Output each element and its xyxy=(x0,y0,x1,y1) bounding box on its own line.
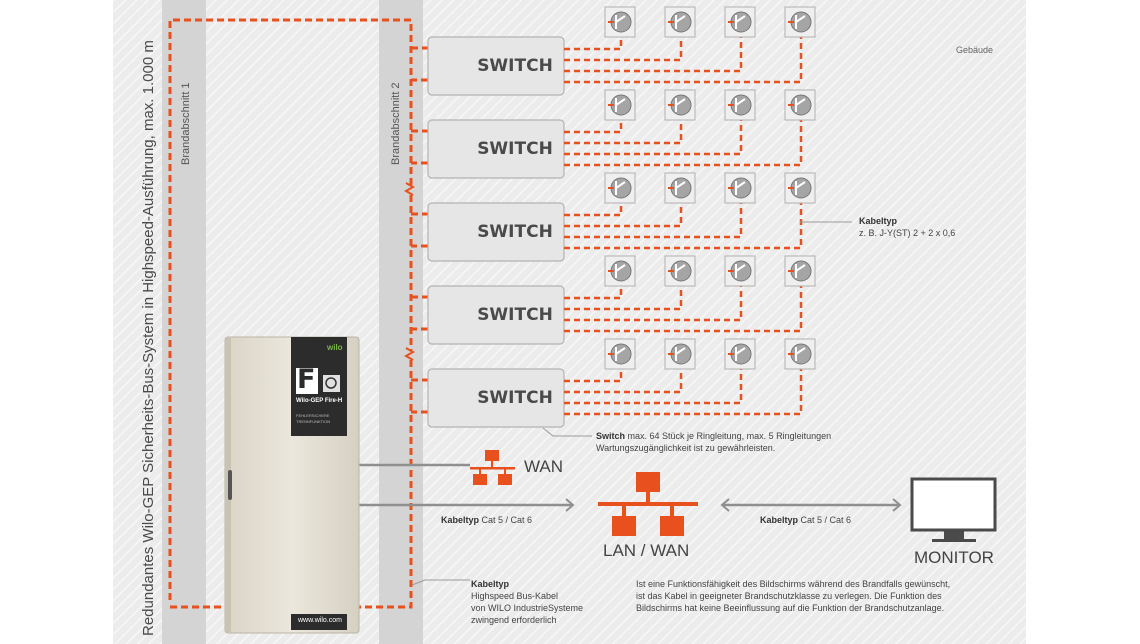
switch-label-2: SWITCH xyxy=(477,139,553,159)
fire-damper-icon xyxy=(604,6,636,38)
cabinet-letter: F xyxy=(297,364,316,395)
cable-label-left-text: Cat 5 / Cat 6 xyxy=(479,515,533,525)
switches xyxy=(427,36,565,428)
monitor-icon xyxy=(910,477,997,542)
switch-note-line2: Wartungszugänglichkeit ist zu gewährleis… xyxy=(596,443,776,453)
device-line xyxy=(564,119,623,134)
switch-note: Switch max. 64 Stück je Ringleitung, max… xyxy=(596,430,831,454)
cabinet-url-plate xyxy=(291,614,347,630)
cable-label-left: Kabeltyp Cat 5 / Cat 6 xyxy=(441,514,532,526)
cable-label-left-title: Kabeltyp xyxy=(441,515,480,525)
cabinet-url: www.wilo.com xyxy=(298,617,342,624)
switch-label-1: SWITCH xyxy=(477,56,553,76)
device-lines xyxy=(564,36,803,416)
fire-damper-icon xyxy=(784,338,816,370)
fire-section-1-label: Brandabschnitt 1 xyxy=(180,82,192,165)
fire-damper-icon xyxy=(604,89,636,121)
switch-label-4: SWITCH xyxy=(477,305,553,325)
device-line xyxy=(564,368,743,405)
lan-network-icon xyxy=(598,472,698,536)
cabinet-text-2: TRENNFUNKTION xyxy=(296,419,331,424)
cable-label-right-title: Kabeltyp xyxy=(760,515,799,525)
wan-network-icon xyxy=(470,450,515,485)
monitor-note-line2: ist das Kabel in geeigneter Brandschutzk… xyxy=(636,591,942,601)
lan-wan-label: LAN / WAN xyxy=(603,541,690,560)
switch-label-3: SWITCH xyxy=(477,222,553,242)
diagram-title-vertical: Redundantes Wilo-GEP Sicherheits-Bus-Sys… xyxy=(140,40,157,636)
device-line xyxy=(564,368,623,383)
cabinet-brand: wilo xyxy=(327,343,343,352)
fire-damper-icon xyxy=(724,172,756,204)
fire-damper-icon xyxy=(664,89,696,121)
fire-damper-icon xyxy=(784,6,816,38)
fire-wall-2 xyxy=(379,0,423,644)
device-line xyxy=(564,202,623,217)
switch-note-title: Switch xyxy=(596,431,626,441)
monitor-note-line3: Bildschirms hat keine Beeinflussung auf … xyxy=(636,603,945,613)
wan-label: WAN xyxy=(524,457,564,476)
fire-damper-icon xyxy=(724,89,756,121)
fire-damper-icon xyxy=(784,255,816,287)
switch-box xyxy=(427,202,565,262)
device-line xyxy=(564,368,683,394)
monitor-note: Ist eine Funktionsfähigkeit des Bildschi… xyxy=(636,578,950,614)
fire-damper-icon xyxy=(724,6,756,38)
cable-label-right-text: Cat 5 / Cat 6 xyxy=(798,515,852,525)
fire-damper-icon xyxy=(664,338,696,370)
device-line xyxy=(564,36,683,62)
fire-damper-icon xyxy=(604,255,636,287)
note-pointers xyxy=(411,221,852,586)
device-line xyxy=(564,285,743,322)
fire-damper-icon xyxy=(724,255,756,287)
device-line xyxy=(564,285,623,300)
device-line xyxy=(564,36,743,73)
device-line xyxy=(564,285,683,311)
cable-note-bottom-line1: Highspeed Bus-Kabel xyxy=(471,591,559,601)
monitor-label: MONITOR xyxy=(914,548,994,567)
switch-note-line1: max. 64 Stück je Ringleitung, max. 5 Rin… xyxy=(625,431,832,441)
fire-damper-icon xyxy=(784,172,816,204)
fire-damper-icon xyxy=(604,172,636,204)
device-line xyxy=(564,119,683,145)
cabinet-text-1: FEHLERSICHERE xyxy=(296,413,330,418)
switch-box xyxy=(427,368,565,428)
cable-note-top-text: z. B. J-Y(ST) 2 + 2 x 0,6 xyxy=(859,228,956,238)
fire-damper-icon xyxy=(604,338,636,370)
device-line xyxy=(564,202,683,228)
cable-label-right: Kabeltyp Cat 5 / Cat 6 xyxy=(760,514,851,526)
cable-note-top-title: Kabeltyp xyxy=(859,216,898,226)
fire-damper-icon xyxy=(724,338,756,370)
cable-arrows xyxy=(565,498,902,512)
building-label: Gebäude xyxy=(956,45,994,55)
cable-note-bottom-line2: von WILO IndustrieSysteme xyxy=(471,603,584,613)
devices xyxy=(604,6,816,370)
fire-section-2-label: Brandabschnitt 2 xyxy=(390,82,402,165)
switch-box xyxy=(427,285,565,345)
interruption-icons xyxy=(403,182,416,361)
device-line xyxy=(564,202,743,239)
cabinet-product: Wilo-GEP Fire-H xyxy=(296,398,343,404)
cable-note-top: Kabeltyp z. B. J-Y(ST) 2 + 2 x 0,6 xyxy=(859,215,955,239)
network-cables xyxy=(357,463,900,507)
switch-label-5: SWITCH xyxy=(477,388,553,408)
monitor-note-line1: Ist eine Funktionsfähigkeit des Bildschi… xyxy=(636,579,951,589)
cable-note-bottom-line3: zwingend erforderlich xyxy=(471,615,557,625)
fire-damper-icon xyxy=(664,255,696,287)
device-line xyxy=(564,119,743,156)
device-line xyxy=(564,36,623,51)
fire-damper-icon xyxy=(664,172,696,204)
switch-box xyxy=(427,119,565,179)
fire-damper-icon xyxy=(784,89,816,121)
control-cabinet xyxy=(224,336,360,634)
cable-note-bottom: Kabeltyp Highspeed Bus-Kabel von WILO In… xyxy=(471,578,583,626)
fire-damper-icon xyxy=(664,6,696,38)
switch-box xyxy=(427,36,565,96)
cable-note-bottom-title: Kabeltyp xyxy=(471,579,510,589)
bus-ring xyxy=(168,18,413,609)
